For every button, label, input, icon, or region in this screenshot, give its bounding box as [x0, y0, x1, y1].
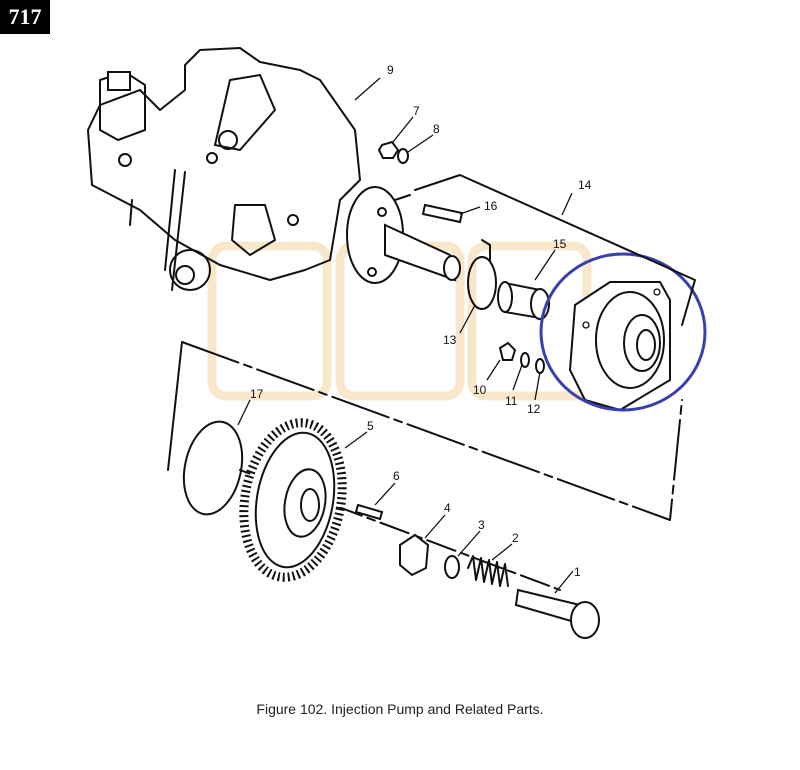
- callout-17: 17: [250, 387, 264, 401]
- leader-lines: [237, 77, 574, 594]
- callout-9: 9: [387, 63, 394, 77]
- callout-15: 15: [553, 237, 567, 251]
- pin-1: [514, 588, 600, 639]
- callout-8: 8: [433, 122, 440, 136]
- page-number-badge: 717: [0, 0, 50, 34]
- callout-5: 5: [367, 419, 374, 433]
- o-ring-17: [182, 420, 244, 516]
- nut-and-washer-7-8: [377, 140, 409, 164]
- stud-16: [421, 203, 464, 224]
- drive-gear-5: [239, 418, 347, 582]
- nut-lockwasher-10-11-12: [498, 341, 545, 374]
- callout-6: 6: [393, 469, 400, 483]
- callout-3: 3: [478, 518, 485, 532]
- housing-14: [568, 281, 671, 412]
- callout-4: 4: [444, 501, 451, 515]
- highlight-circle: [539, 252, 707, 412]
- callout-16: 16: [484, 199, 498, 213]
- key-6: [354, 503, 384, 521]
- callout-2: 2: [512, 531, 519, 545]
- seal-ring-13: [467, 256, 497, 310]
- callout-14: 14: [578, 178, 592, 192]
- callout-10: 10: [473, 383, 487, 397]
- washer-3: [444, 555, 460, 579]
- figure-caption: Figure 102. Injection Pump and Related P…: [256, 701, 544, 717]
- injection-pump-body: [87, 47, 461, 291]
- bushing-15: [497, 281, 550, 320]
- spring-2: [467, 555, 509, 587]
- callout-labels: 1 2 3 4 5 6 7 8 9 10 11 12 13 14 15 16 1…: [250, 63, 592, 579]
- callout-12: 12: [527, 402, 541, 416]
- callout-7: 7: [413, 104, 420, 118]
- callout-13: 13: [443, 333, 457, 347]
- callout-11: 11: [505, 394, 518, 408]
- nut-4: [399, 533, 430, 577]
- callout-1: 1: [574, 565, 581, 579]
